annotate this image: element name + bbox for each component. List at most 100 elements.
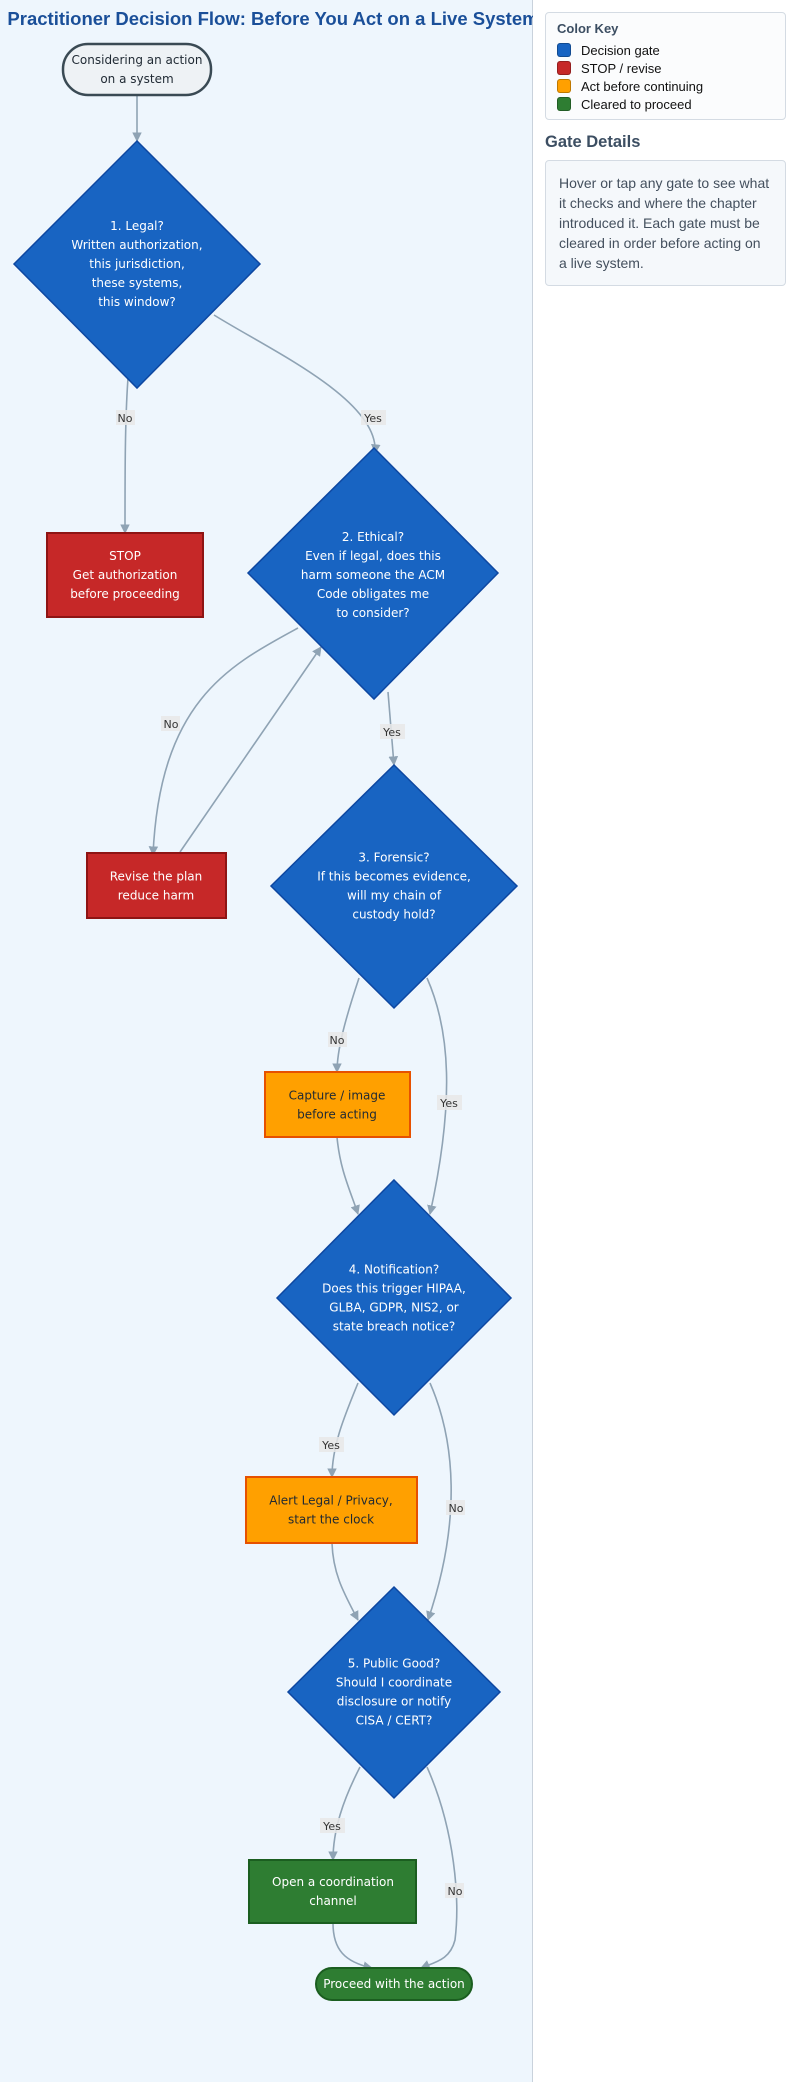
color-key-label: Cleared to proceed <box>581 96 692 112</box>
edge-label-gate3-yes: Yes <box>437 1095 462 1110</box>
edge-gate4-no <box>426 1382 452 1621</box>
color-key-label: Decision gate <box>581 42 660 58</box>
svg-text:No: No <box>330 1034 345 1047</box>
node-label-line: Even if legal, does this <box>305 549 441 563</box>
edge-gate2-no <box>148 627 299 856</box>
node-label-line: Should I coordinate <box>336 1676 452 1690</box>
node-label-line: channel <box>309 1894 356 1908</box>
node-proceed[interactable]: Proceed with the action <box>315 1967 473 2001</box>
swatch-cleared-to-proceed <box>557 97 571 111</box>
node-label-line: custody hold? <box>352 908 435 922</box>
edges <box>120 95 458 1971</box>
node-label-line: reduce harm <box>118 889 194 903</box>
edge-label-gate4-no: No <box>446 1500 465 1515</box>
edge-label-gate1-no: No <box>116 410 135 425</box>
node-label-line: this window? <box>98 295 176 309</box>
edge-label-gate2-yes: Yes <box>380 724 405 739</box>
color-key-items: Decision gate STOP / revise Act before c… <box>557 41 774 113</box>
gate-legal[interactable]: 1. Legal? Written authorization, this juri… <box>12 139 262 390</box>
node-label-line: Get authorization <box>73 568 178 582</box>
svg-text:Yes: Yes <box>363 412 382 425</box>
edge-labels: No Yes No Yes No Yes Yes No <box>116 410 465 1898</box>
svg-text:3. Forensic?If this becomes ev: 3. Forensic? If this becomes evidence, wil… <box>317 851 471 922</box>
edge-label-gate1-yes: Yes <box>361 410 386 425</box>
node-label-line: this jurisdiction, <box>89 257 185 271</box>
gate-forensic[interactable]: 3. Forensic? If this becomes evidence, wil… <box>269 763 519 1010</box>
node-label-line: Capture / image <box>289 1089 386 1103</box>
edge-gate5-no <box>420 1766 458 1970</box>
svg-text:1. Legal?Written authorization: 1. Legal? Written authorization, this juri… <box>71 219 202 309</box>
svg-text:No: No <box>449 1502 464 1515</box>
node-label-line: 4. Notification? <box>349 1263 440 1277</box>
node-label-line: to consider? <box>336 606 409 620</box>
swatch-act-before-continuing <box>557 79 571 93</box>
node-coordination-channel[interactable]: Open a coordination channel <box>248 1859 417 1924</box>
node-label-line: Written authorization, <box>71 238 202 252</box>
node-label-line: before proceeding <box>70 587 180 601</box>
node-label-line: before acting <box>297 1108 377 1122</box>
gate-ethical[interactable]: 2. Ethical? Even if legal, does this harm … <box>246 446 500 701</box>
swatch-stop-revise <box>557 61 571 75</box>
edge-capture-to-gate4 <box>336 1136 360 1215</box>
node-label-line: Considering an action <box>72 53 203 67</box>
color-key-title: Color Key <box>557 21 619 36</box>
edge-gate1-no <box>120 377 130 534</box>
node-label-line: If this becomes evidence, <box>317 870 471 884</box>
node-label-line: 1. Legal? <box>110 219 164 233</box>
color-key-item: Act before continuing <box>557 77 774 95</box>
color-key-item: Cleared to proceed <box>557 95 774 113</box>
swatch-decision-gate <box>557 43 571 57</box>
edge-label-gate5-no: No <box>445 1883 464 1898</box>
node-label-line: CISA / CERT? <box>356 1714 433 1728</box>
node-label-line: Does this trigger HIPAA, <box>322 1282 466 1296</box>
node-label-line: harm someone the ACM <box>301 568 445 582</box>
node-label-line: on a system <box>100 72 173 86</box>
edge-gate4-yes <box>327 1382 359 1478</box>
color-key-item: Decision gate <box>557 41 774 59</box>
svg-text:5. Public Good?Should I coordi: 5. Public Good?Should I coordinatedisclo… <box>336 1657 452 1728</box>
node-label-line: will my chain of <box>347 889 442 903</box>
gate-notification[interactable]: 4. Notification? Does this trigger HIPAA,… <box>275 1178 513 1417</box>
node-alert-legal[interactable]: Alert Legal / Privacy,start the clock <box>245 1476 418 1544</box>
node-label-line: Code obligates me <box>317 587 429 601</box>
edge-label-gate4-yes: Yes <box>319 1437 344 1452</box>
node-capture-image[interactable]: Capture / image before acting <box>264 1071 411 1138</box>
node-label-line: 2. Ethical? <box>342 530 404 544</box>
gate-details-panel: Hover or tap any gate to see what it che… <box>545 160 786 286</box>
node-start[interactable]: Considering an action on a system <box>61 42 213 97</box>
node-revise-plan[interactable]: Revise the plan reduce harm <box>86 852 227 919</box>
edge-revise-to-gate2 <box>179 646 322 853</box>
gate-details-heading: Gate Details <box>545 133 641 151</box>
edge-label-gate2-no: No <box>161 716 180 731</box>
node-label-line: 3. Forensic? <box>358 851 429 865</box>
svg-text:Yes: Yes <box>439 1097 458 1110</box>
node-label-line: GLBA, GDPR, NIS2, or <box>329 1301 459 1315</box>
node-label-line: Open a coordination <box>272 1875 394 1889</box>
svg-text:Alert Legal / Privacy,start th: Alert Legal / Privacy,start the clock <box>269 1494 392 1527</box>
svg-text:4. Notification?Does this trig: 4. Notification? Does this trigger HIPAA,… <box>322 1263 466 1334</box>
node-label-line: 5. Public Good? <box>348 1657 441 1671</box>
node-label-line: state breach notice? <box>333 1320 456 1334</box>
node-label-line: Revise the plan <box>110 870 202 884</box>
edge-coord-to-proceed <box>332 1922 373 1971</box>
color-key-label: Act before continuing <box>581 78 704 94</box>
node-label-line: Alert Legal / Privacy, <box>269 1494 392 1508</box>
node-label-line: these systems, <box>92 276 183 290</box>
edge-gate3-yes <box>426 977 448 1215</box>
edge-label-gate5-yes: Yes <box>320 1818 345 1833</box>
svg-text:No: No <box>448 1885 463 1898</box>
svg-text:Yes: Yes <box>321 1439 340 1452</box>
edge-alert-to-gate5 <box>331 1542 359 1621</box>
node-label-line: Proceed with the action <box>323 1977 465 1991</box>
svg-text:Yes: Yes <box>382 726 401 739</box>
edge-label-gate3-no: No <box>328 1032 347 1047</box>
flowchart-canvas: No Yes No Yes No Yes Yes No <box>12 42 519 2001</box>
color-key-item: STOP / revise <box>557 59 774 77</box>
